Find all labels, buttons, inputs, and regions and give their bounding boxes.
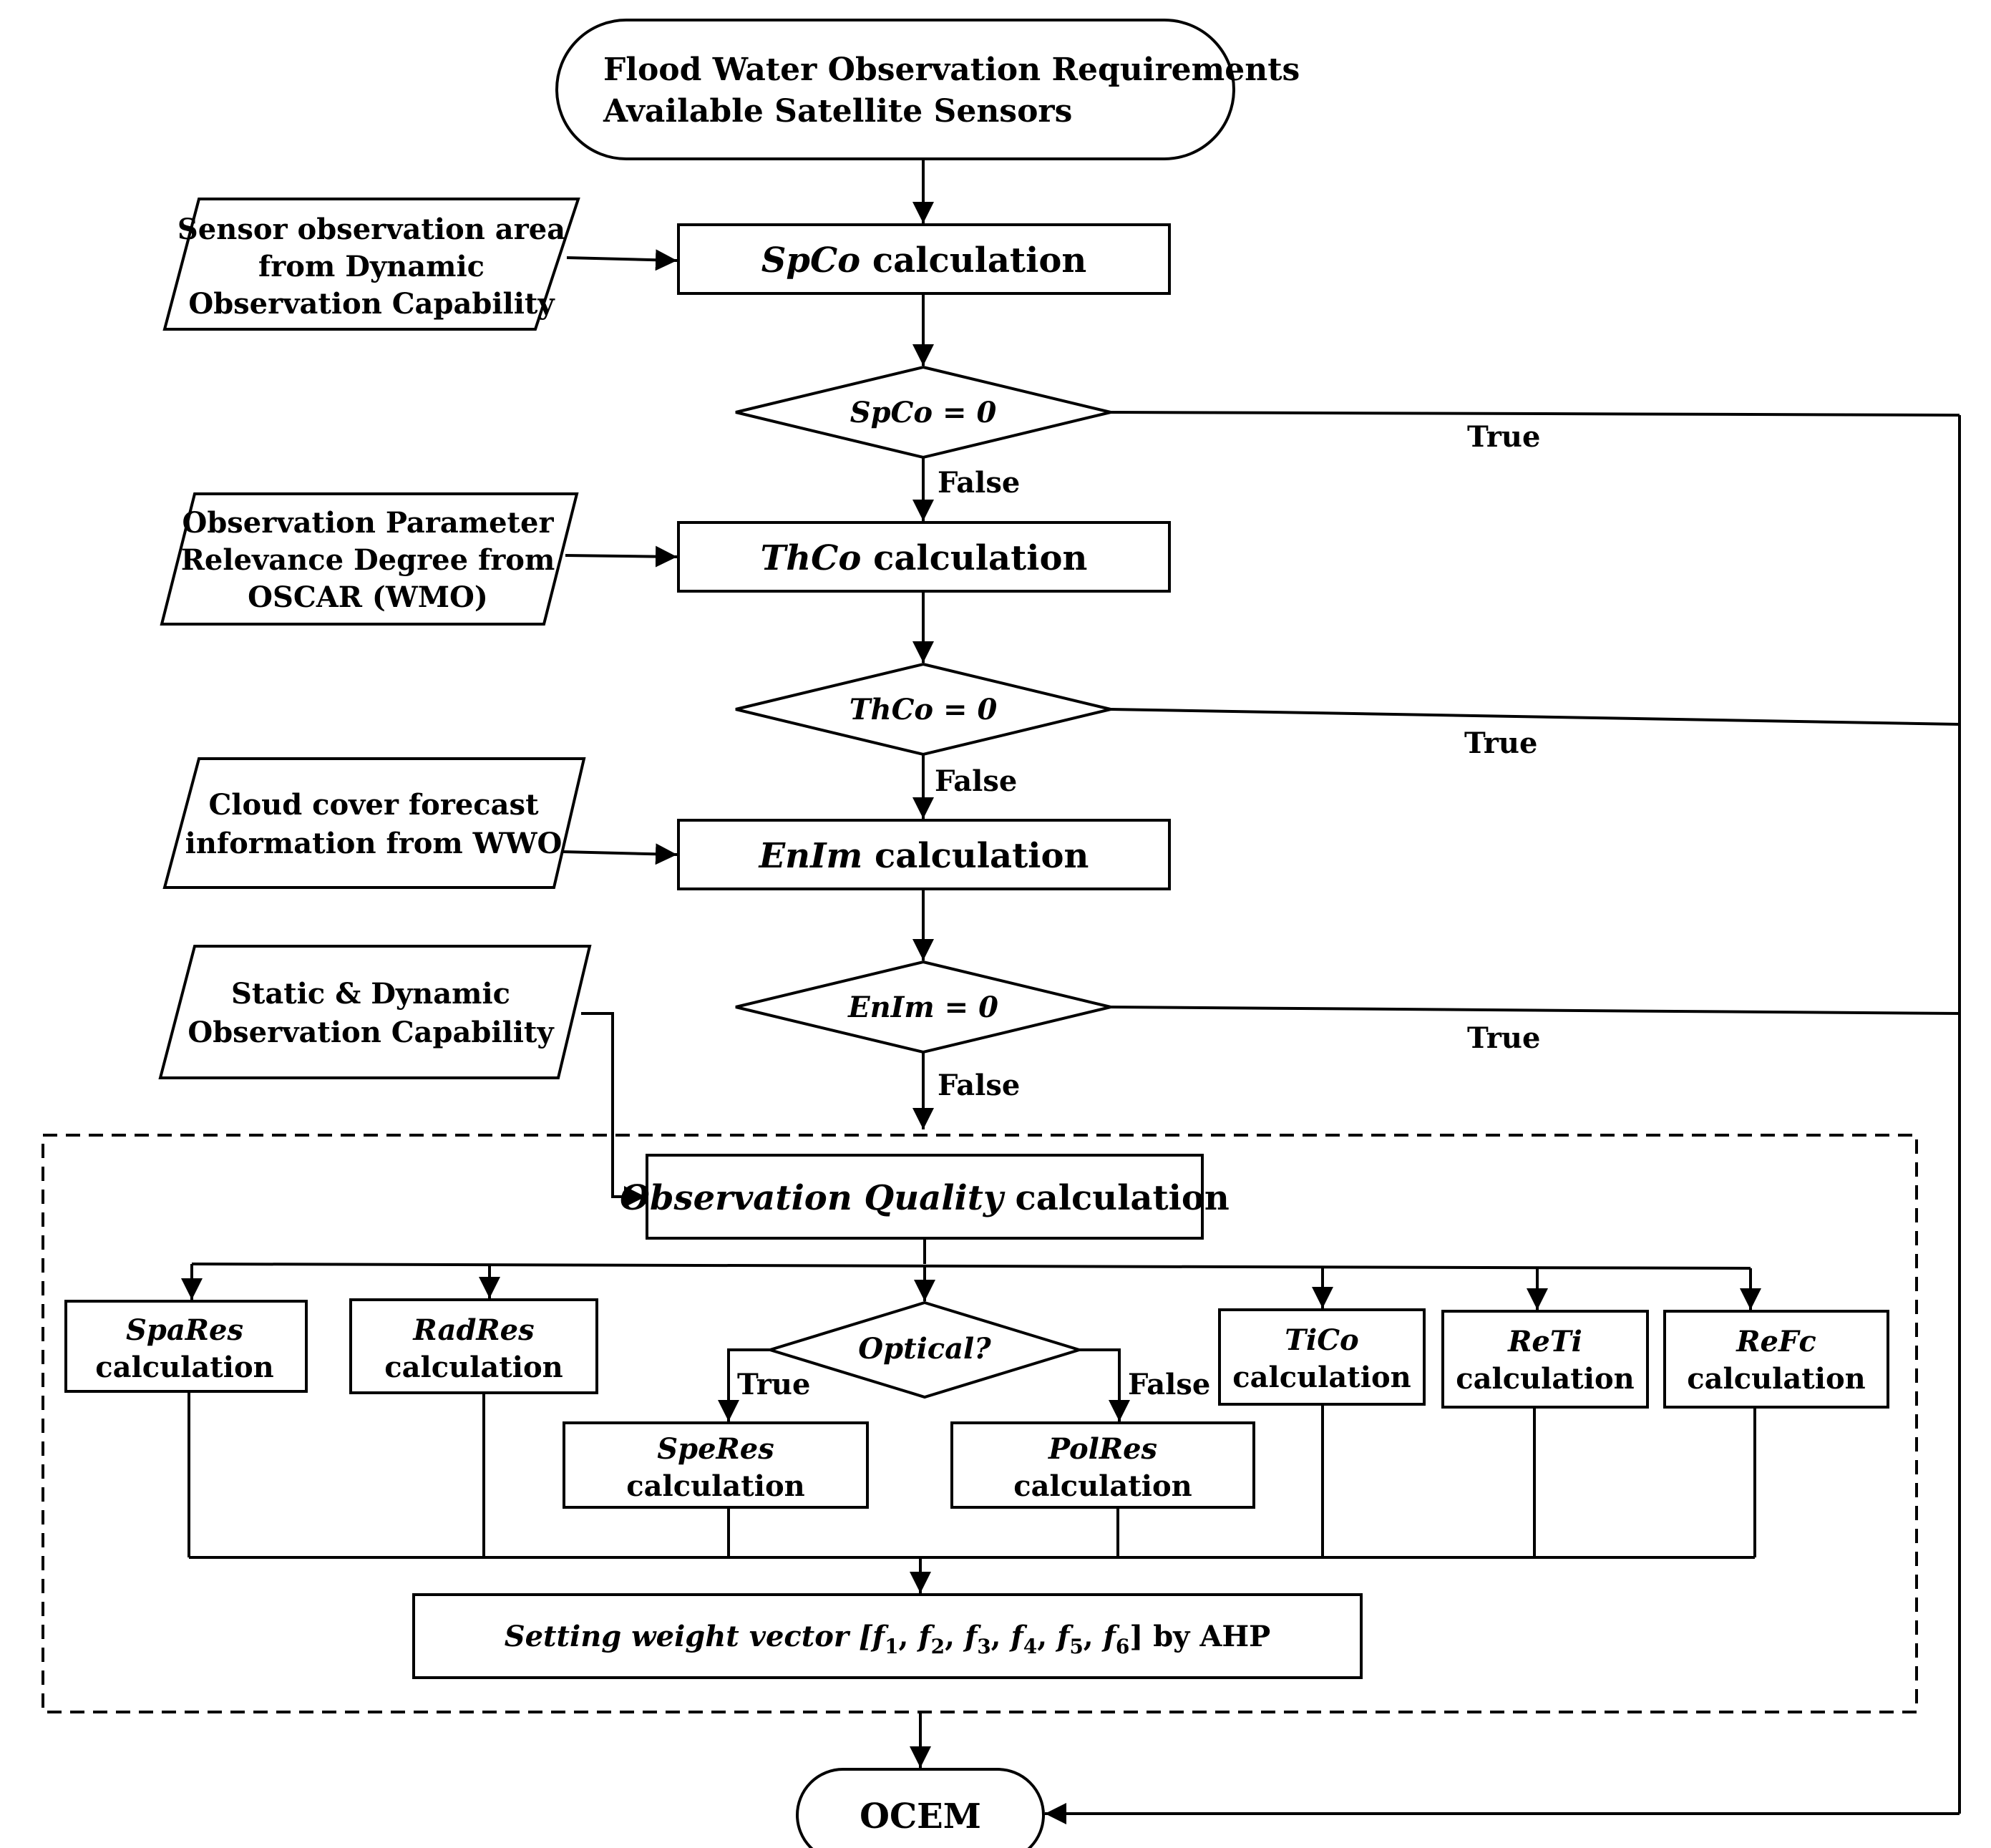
radres-box: RadRes calculation [349, 1298, 598, 1394]
input-static-dynamic: Static & Dynamic Observation Capability [158, 945, 592, 1079]
enim-decision-label: EnIm = 0 [847, 991, 998, 1024]
input-static-dynamic-line-2: Observation Capability [188, 1016, 555, 1049]
tico-var: TiCo [1285, 1323, 1358, 1357]
refc-suffix: calculation [1687, 1362, 1865, 1396]
reti-var: ReTi [1507, 1325, 1582, 1358]
spco-decision: SpCo = 0 [735, 365, 1111, 459]
polres-box: PolRes calculation [950, 1421, 1255, 1509]
thco-false-label: False [935, 764, 1017, 798]
optical-decision: Optical? [765, 1300, 1084, 1399]
start-line-1: Flood Water Observation Requirements [603, 52, 1300, 88]
thco-decision-label: ThCo = 0 [850, 693, 998, 726]
spco-process-label: SpCo calculation [761, 240, 1087, 281]
polres-suffix: calculation [1013, 1469, 1192, 1503]
radres-suffix: calculation [384, 1351, 563, 1384]
fan-in-connectors [188, 1391, 1756, 1593]
thco-decision: ThCo = 0 [735, 662, 1111, 757]
weight-vector-process: Setting weight vector [f1, f2, f3, f4, f… [412, 1593, 1363, 1679]
polres-var: PolRes [1048, 1432, 1157, 1466]
spco-true-label: True [1467, 420, 1540, 454]
enim-true-label: True [1467, 1021, 1540, 1055]
thco-true-label: True [1464, 726, 1537, 760]
input-static-dynamic-line-1: Static & Dynamic [231, 977, 510, 1011]
input-sensor-area-line-2: from Dynamic [258, 250, 485, 283]
enim-false-label: False [938, 1069, 1020, 1102]
enim-process: EnIm calculation [677, 819, 1171, 890]
input-connectors [562, 249, 678, 1207]
end-terminator: OCEM [796, 1768, 1045, 1848]
spco-process: SpCo calculation [677, 223, 1171, 295]
observation-quality-process: Observation Quality calculation [620, 1154, 1230, 1240]
reti-box: ReTi calculation [1441, 1310, 1649, 1409]
optical-true-label: True [737, 1368, 810, 1401]
input-sensor-area-line-3: Observation Capability [188, 287, 555, 321]
input-sensor-area: Sensor observation area from Dynamic Obs… [162, 198, 580, 331]
spco-false-label: False [938, 466, 1020, 500]
optical-branch-connectors [718, 1348, 1130, 1421]
enim-process-label: EnIm calculation [758, 836, 1089, 876]
thco-process: ThCo calculation [677, 521, 1171, 593]
input-oscar: Observation Parameter Relevance Degree f… [160, 492, 579, 626]
fan-out-connectors [181, 1238, 1761, 1310]
refc-var: ReFc [1736, 1325, 1816, 1358]
speres-box: SpeRes calculation [563, 1421, 869, 1509]
input-sensor-area-line-1: Sensor observation area [177, 213, 565, 246]
tico-box: TiCo calculation [1218, 1308, 1426, 1406]
speres-var: SpeRes [657, 1432, 774, 1466]
input-oscar-line-3: OSCAR (WMO) [248, 580, 488, 614]
weight-vector-label: Setting weight vector [f1, f2, f3, f4, f… [505, 1620, 1271, 1658]
start-line-2: Available Satellite Sensors [603, 93, 1072, 130]
reti-suffix: calculation [1456, 1362, 1634, 1396]
observation-quality-group [42, 1134, 1918, 1713]
input-cloud-line-1: Cloud cover forecast [208, 788, 539, 822]
start-terminator: Flood Water Observation Requirements Ava… [555, 19, 1300, 160]
refc-box: ReFc calculation [1663, 1310, 1889, 1409]
true-branch-connectors [1045, 411, 1961, 1824]
speres-suffix: calculation [626, 1469, 804, 1503]
tico-suffix: calculation [1232, 1361, 1411, 1394]
input-oscar-line-1: Observation Parameter [182, 506, 554, 540]
thco-process-label: ThCo calculation [761, 538, 1088, 578]
enim-decision: EnIm = 0 [735, 960, 1111, 1054]
spares-suffix: calculation [95, 1351, 273, 1384]
optical-decision-label: Optical? [858, 1332, 991, 1366]
spares-var: SpaRes [126, 1313, 243, 1347]
observation-quality-label: Observation Quality calculation [620, 1178, 1230, 1218]
spco-decision-label: SpCo = 0 [850, 396, 997, 429]
radres-var: RadRes [412, 1313, 534, 1347]
end-label: OCEM [860, 1796, 981, 1837]
input-cloud-line-2: information from WWO [185, 827, 563, 860]
spares-box: SpaRes calculation [64, 1300, 308, 1393]
input-oscar-line-2: Relevance Degree from [181, 543, 555, 577]
input-cloud: Cloud cover forecast information from WW… [162, 757, 586, 889]
optical-false-label: False [1128, 1368, 1210, 1401]
